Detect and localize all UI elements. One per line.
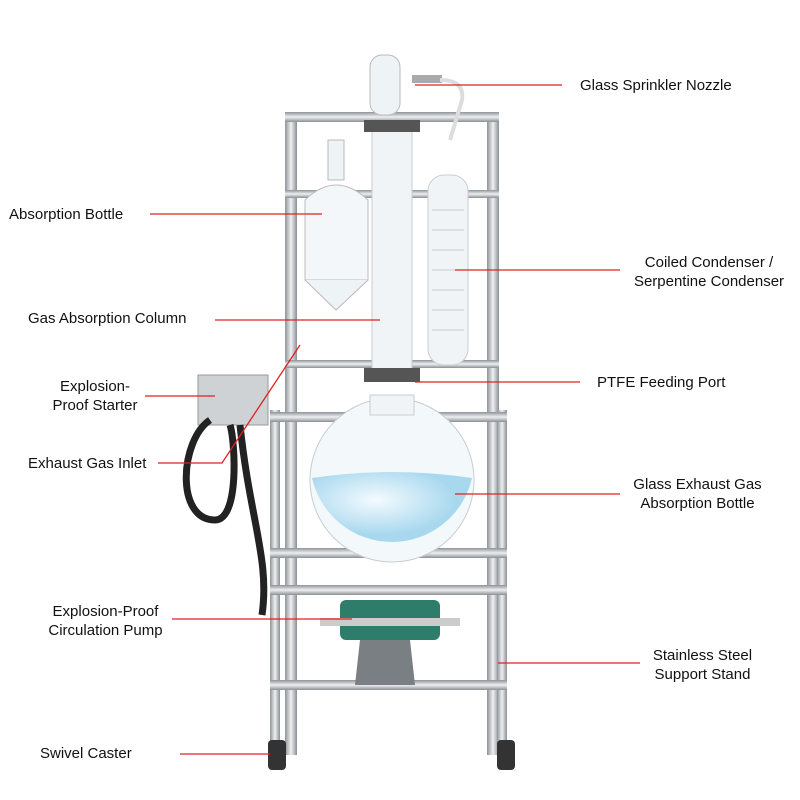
label-line: Circulation Pump <box>48 622 163 639</box>
label-swivel-caster: Swivel Caster <box>40 745 132 762</box>
gas-absorption-column <box>364 54 465 382</box>
label-absorption-bottle: Absorption Bottle <box>9 206 124 223</box>
label-glass-exhaust-gas-absorption-bottle: Glass Exhaust Gas Absorption Bottle <box>620 475 775 513</box>
label-line: Explosion-Proof <box>52 603 159 620</box>
explosion-proof-starter <box>182 374 269 616</box>
label-line: Stainless Steel <box>652 647 753 664</box>
label-explosion-proof-circulation-pump: Explosion-Proof Circulation Pump <box>38 602 173 640</box>
label-coiled-condenser: Coiled Condenser / Serpentine Condenser <box>620 253 798 291</box>
label-gas-absorption-column: Gas Absorption Column <box>28 310 187 327</box>
label-line: Serpentine Condenser <box>633 273 785 290</box>
label-line: Explosion- <box>59 378 131 395</box>
label-line: Absorption Bottle <box>640 495 755 512</box>
label-line: Coiled Condenser / <box>644 254 774 271</box>
absorption-bottle <box>304 139 369 311</box>
glass-exhaust-absorption-flask <box>309 394 475 563</box>
leader-lines <box>145 84 640 755</box>
label-ptfe-feeding-port: PTFE Feeding Port <box>597 374 726 391</box>
label-glass-sprinkler-nozzle: Glass Sprinkler Nozzle <box>580 77 732 94</box>
label-line: Glass Exhaust Gas <box>633 476 762 493</box>
label-explosion-proof-starter: Explosion- Proof Starter <box>40 377 150 415</box>
label-stainless-steel-support-stand: Stainless Steel Support Stand <box>640 646 765 684</box>
label-line: Proof Starter <box>52 397 138 414</box>
circulation-pump <box>320 600 460 640</box>
label-exhaust-gas-inlet: Exhaust Gas Inlet <box>28 455 147 472</box>
swivel-caster <box>268 740 515 770</box>
label-line: Support Stand <box>654 666 751 683</box>
